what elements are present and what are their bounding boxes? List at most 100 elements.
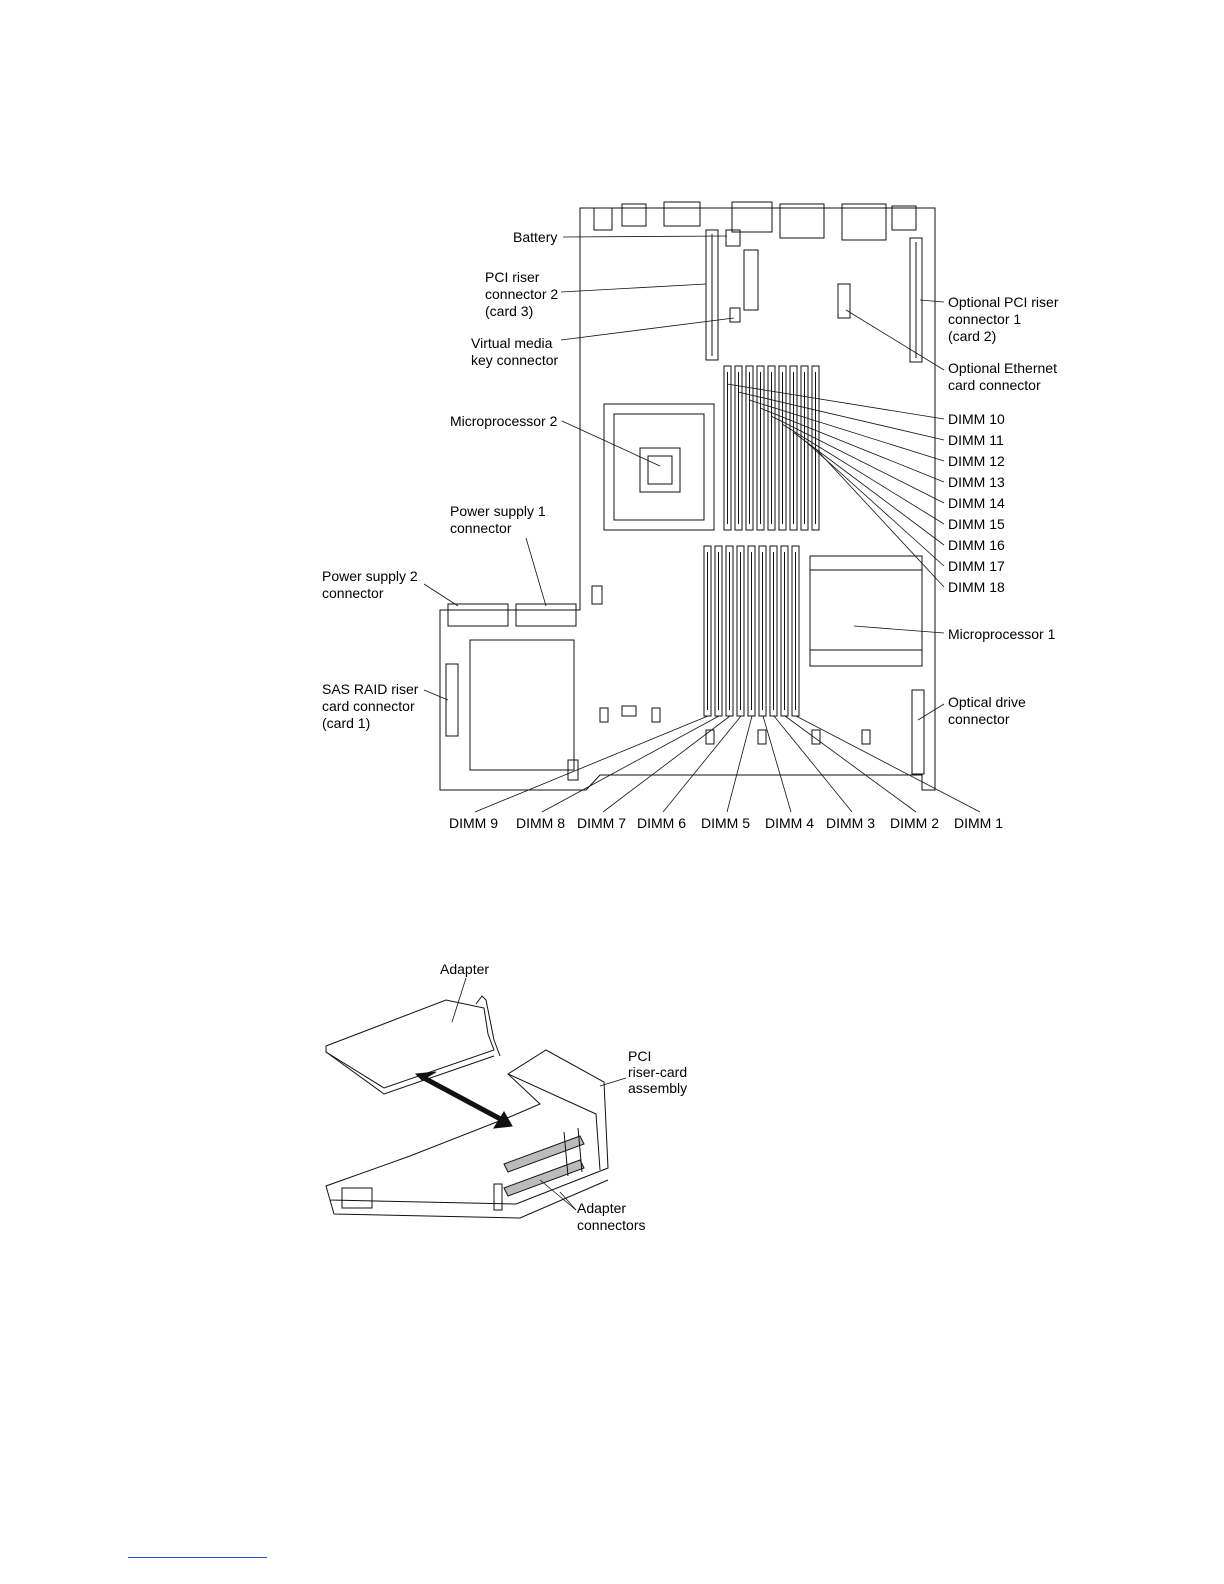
leader-power-supply-1 <box>525 537 547 607</box>
adapter-connector-lower <box>503 1159 585 1197</box>
dimm-slot-16 <box>789 365 798 531</box>
label-dimm-4: DIMM 4 <box>765 815 814 831</box>
leader-riser-assembly <box>599 1077 627 1087</box>
label-dimm-11: DIMM 11 <box>948 432 1004 448</box>
label-microprocessor-1: Microprocessor 1 <box>948 626 1056 642</box>
leader-adapter <box>451 977 467 1023</box>
leader-adapter-connector-2 <box>559 1191 577 1211</box>
microprocessor-1-heatsink <box>809 555 923 667</box>
rear-video-port <box>663 201 701 227</box>
leader-adapter-connector-1 <box>539 1179 577 1211</box>
leader-optical-drive <box>917 703 945 721</box>
leader-dimm-12 <box>748 399 945 462</box>
dimm-slot-12 <box>745 365 754 531</box>
label-dimm-14: DIMM 14 <box>948 495 1005 511</box>
dimm-slot-10 <box>723 365 732 531</box>
dimm-slot-2 <box>780 545 789 717</box>
dimm-slot-13 <box>756 365 765 531</box>
leader-optional-pci-riser-1 <box>919 299 945 303</box>
dimm-slot-15 <box>778 365 787 531</box>
dimm-slot-1 <box>791 545 800 717</box>
sas-raid-riser-connector <box>445 663 459 737</box>
microprocessor-2-socket <box>603 403 715 531</box>
rear-power-connector <box>841 203 887 241</box>
dimm-slot-14 <box>767 365 776 531</box>
label-dimm-6: DIMM 6 <box>637 815 686 831</box>
dimm-slot-17 <box>800 365 809 531</box>
label-sas-raid-riser-connector: SAS RAID riser card connector (card 1) <box>322 681 419 731</box>
label-dimm-12: DIMM 12 <box>948 453 1005 469</box>
label-pci-riser-connector-2: PCI riser connector 2 (card 3) <box>485 269 559 319</box>
insert-direction-arrow <box>414 1071 437 1081</box>
leader-dimm-4 <box>762 715 792 813</box>
pci-riser-connector-2 <box>705 229 719 361</box>
leader-optional-ethernet <box>845 309 945 371</box>
adapter-card <box>325 999 495 1089</box>
leader-dimm-5 <box>726 715 753 813</box>
label-power-supply-2-connector: Power supply 2 connector <box>322 568 418 601</box>
label-battery: Battery <box>513 229 558 245</box>
label-dimm-10: DIMM 10 <box>948 411 1005 427</box>
rear-ethernet-ports <box>779 203 825 239</box>
label-power-supply-1-connector: Power supply 1 connector <box>450 503 546 536</box>
label-pci-riser-card-assembly: PCI riser-card assembly <box>628 1048 688 1096</box>
leader-dimm-3 <box>773 715 853 813</box>
footnote-rule <box>128 1557 267 1558</box>
dimm-slot-3 <box>769 545 778 717</box>
power-supply-2-connector <box>447 603 509 627</box>
label-dimm-13: DIMM 13 <box>948 474 1005 490</box>
rear-usb-port-1 <box>593 207 613 231</box>
label-adapter: Adapter <box>440 961 490 977</box>
label-optical-drive-connector: Optical drive connector <box>948 694 1026 727</box>
leader-dimm-8 <box>541 715 720 813</box>
leader-dimm-7 <box>602 715 731 813</box>
leader-dimm-6 <box>662 715 742 813</box>
battery-holder <box>725 229 741 247</box>
system-board-outline <box>439 207 936 791</box>
leader-microprocessor-1 <box>853 625 945 634</box>
leader-pci-riser-2 <box>560 283 707 293</box>
leader-virtual-media <box>560 317 735 341</box>
leader-dimm-11 <box>737 391 945 441</box>
dimm-slot-4 <box>758 545 767 717</box>
label-dimm-7: DIMM 7 <box>577 815 626 831</box>
power-supply-1-connector <box>515 603 577 627</box>
dimm-slot-18 <box>811 365 820 531</box>
virtual-media-key-connector <box>743 249 759 311</box>
optional-ethernet-connector <box>837 283 851 319</box>
leader-dimm-9 <box>474 715 709 813</box>
rear-usb-port-2 <box>731 201 773 233</box>
label-dimm-8: DIMM 8 <box>516 815 565 831</box>
label-dimm-9: DIMM 9 <box>449 815 498 831</box>
leader-dimm-15 <box>781 423 945 525</box>
label-dimm-1: DIMM 1 <box>954 815 1003 831</box>
label-dimm-15: DIMM 15 <box>948 516 1005 532</box>
pci-riser-card-assembly <box>325 1049 609 1205</box>
label-dimm-16: DIMM 16 <box>948 537 1005 553</box>
label-optional-pci-riser-connector-1: Optional PCI riser connector 1 (card 2) <box>948 294 1059 344</box>
label-dimm-3: DIMM 3 <box>826 815 875 831</box>
leader-dimm-13 <box>759 407 945 483</box>
label-dimm-18: DIMM 18 <box>948 579 1005 595</box>
label-virtual-media-key-connector: Virtual media key connector <box>471 335 559 368</box>
dimm-slot-11 <box>734 365 743 531</box>
leader-dimm-1 <box>795 715 981 813</box>
optical-drive-connector <box>911 689 925 775</box>
label-dimm-2: DIMM 2 <box>890 815 939 831</box>
dimm-slot-5 <box>747 545 756 717</box>
label-optional-ethernet-connector: Optional Ethernet card connector <box>948 360 1057 393</box>
label-dimm-5: DIMM 5 <box>701 815 750 831</box>
adapter-connector-upper <box>503 1135 585 1173</box>
rear-serial-port <box>621 203 647 227</box>
leader-battery <box>562 235 728 238</box>
leader-dimm-10 <box>726 383 945 420</box>
label-dimm-17: DIMM 17 <box>948 558 1005 574</box>
label-adapter-connectors: Adapter connectors <box>577 1200 646 1233</box>
leader-power-supply-2 <box>423 583 459 607</box>
label-microprocessor-2: Microprocessor 2 <box>450 413 558 429</box>
leader-sas-raid <box>423 689 449 701</box>
leader-microprocessor-2 <box>561 420 661 467</box>
leader-dimm-2 <box>784 715 917 813</box>
leader-dimm-18 <box>814 447 945 588</box>
